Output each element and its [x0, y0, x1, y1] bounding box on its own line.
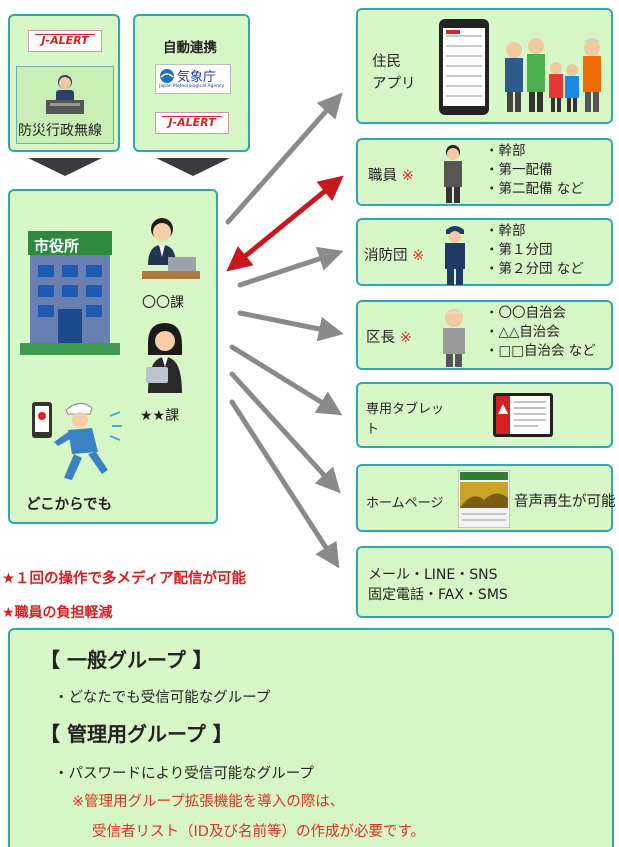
note-mark: ※ [401, 168, 414, 184]
tablet-label-2: ト [366, 422, 380, 437]
staff-label: 職員 ※ [368, 168, 414, 184]
admin-note-line1: ※管理用グループ拡張機能を導入の際は、 [72, 794, 345, 810]
dept1-label: 〇〇課 [142, 295, 184, 311]
ward-chief-item: ・□□自治会 など [485, 343, 596, 359]
benefit-less-burden: ★職員の負担軽減 [2, 605, 113, 621]
homepage-screenshot-icon [458, 470, 510, 528]
jma-subname: Japan Meteorological Agency [159, 84, 225, 89]
note-mark: ※ [399, 330, 412, 346]
tablet-alert-icon [493, 393, 553, 437]
female-staff-tablet-icon [146, 323, 182, 393]
staff-item: ・第二配備 など [485, 181, 584, 197]
j-alert-logo: J-ALERT [28, 30, 102, 52]
note-mark: ※ [412, 248, 425, 264]
dept2-label: ★★課 [140, 408, 180, 424]
target-fire-corps: 消防団 ※ ・幹部 ・第１分団 ・第２分団 など [356, 218, 613, 286]
target-staff: 職員 ※ ・幹部 ・第一配備 ・第二配備 など [356, 138, 613, 206]
office-worker-icon [142, 218, 200, 279]
staff-item: ・幹部 [485, 143, 526, 159]
elderly-man-icon [443, 309, 465, 367]
arrow-to-tablet [229, 344, 343, 416]
fire-corps-item: ・幹部 [485, 223, 526, 239]
fire-corps-item: ・第２分団 など [485, 261, 584, 277]
down-arrow-icon [156, 158, 230, 176]
homepage-label: ホームページ [366, 496, 444, 511]
running-worker-smartphone-icon [32, 402, 122, 480]
family-icon [505, 38, 601, 112]
arrow-to-mail [229, 399, 340, 569]
building-sign: 市役所 [34, 237, 80, 255]
target-resident-app: 住民 アプリ [356, 8, 613, 124]
source-box-auto: 自動連携 気象庁 Japan Meteorological Agency J-A… [133, 14, 250, 152]
down-arrow-icon [28, 158, 102, 176]
bousai-label: 防災行政無線 [18, 123, 102, 139]
city-hall-building-icon [20, 231, 120, 355]
arrow-to-homepage [229, 371, 341, 494]
groups-box: 【 一般グループ 】 ・どなたでも受信可能なグループ 【 管理用グループ 】 ・… [8, 628, 614, 847]
jma-emblem-icon [160, 69, 174, 83]
resident-app-label-2: アプリ [372, 76, 416, 92]
target-homepage: ホームページ 音声再生が可能 [356, 464, 616, 532]
arrow-to-ward-chief [237, 310, 344, 342]
target-tablet: 専用タブレッ ト [356, 382, 613, 448]
smartphone-app-icon [439, 19, 489, 115]
auto-link-title: 自動連携 [163, 40, 217, 56]
arrow-to-fire-corps [237, 246, 344, 288]
staff-person-icon [444, 145, 462, 203]
tablet-label-1: 専用タブレッ [366, 402, 445, 417]
audio-playback-label: 音声再生が可能 [514, 494, 616, 510]
j-alert-logo-2: J-ALERT [155, 112, 229, 134]
anywhere-label: どこからでも [26, 497, 113, 513]
mail-label-2: 固定電話・FAX・SMS [368, 587, 508, 603]
general-group-desc: ・どなたでも受信可能なグループ [54, 690, 271, 706]
mail-label-1: メール・LINE・SNS [368, 567, 498, 583]
benefit-multi-media: ★１回の操作で多メディア配信が可能 [2, 571, 246, 587]
admin-note-line2: 受信者リスト（ID及び名前等）の作成が必要です。 [92, 824, 425, 840]
resident-app-label-1: 住民 [372, 54, 401, 70]
target-ward-chief: 区長 ※ ・〇〇自治会 ・△△自治会 ・□□自治会 など [356, 300, 613, 370]
jma-name: 気象庁 [177, 70, 217, 85]
admin-group-title: 【 管理用グループ 】 [40, 722, 233, 746]
ward-chief-label: 区長 ※ [366, 330, 412, 346]
general-group-title: 【 一般グループ 】 [40, 648, 213, 672]
fire-corps-label: 消防団 ※ [364, 248, 425, 264]
city-hall-box: 市役所 〇〇課 ★★課 どこからでも [8, 189, 218, 524]
jma-logo: 気象庁 Japan Meteorological Agency [155, 64, 231, 94]
staff-item: ・第一配備 [485, 162, 553, 178]
ward-chief-item: ・△△自治会 [485, 324, 560, 340]
ward-chief-item: ・〇〇自治会 [485, 305, 566, 321]
arrow-to-resident-app [225, 92, 343, 225]
admin-group-desc: ・パスワードにより受信可能なグループ [54, 766, 314, 782]
arrow-staff-bidirectional [226, 175, 344, 272]
broadcaster-icon [46, 75, 84, 114]
target-mail: メール・LINE・SNS 固定電話・FAX・SMS [356, 546, 613, 618]
source-box-bousai: J-ALERT 防災行政無線 [8, 14, 120, 152]
firefighter-icon [445, 226, 465, 285]
fire-corps-item: ・第１分団 [485, 242, 553, 258]
